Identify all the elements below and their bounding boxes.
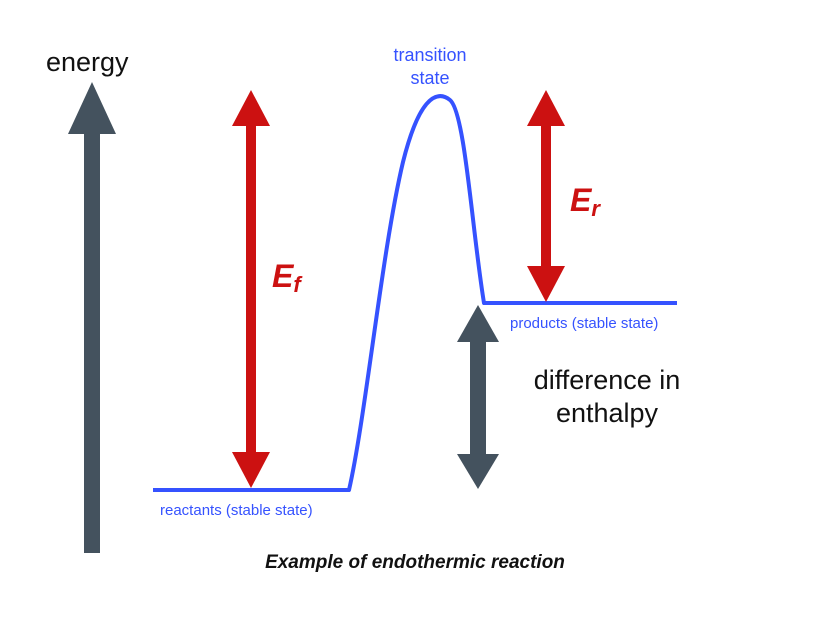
diagram-caption: Example of endothermic reaction — [265, 552, 565, 573]
forward-activation-sub: f — [293, 272, 303, 297]
enthalpy-label-line1: difference in — [534, 365, 681, 395]
transition-state-label-line2: state — [410, 68, 449, 88]
reverse-activation-label: Er — [570, 182, 601, 221]
transition-state-label-line1: transition — [393, 45, 466, 65]
reverse-activation-arrow — [527, 90, 565, 302]
forward-activation-arrow — [232, 90, 270, 488]
forward-activation-main: E — [272, 258, 295, 294]
products-label: products (stable state) — [510, 315, 658, 332]
energy-axis-label: energy — [46, 47, 129, 77]
enthalpy-difference-arrow — [457, 305, 499, 489]
reverse-activation-sub: r — [591, 196, 601, 221]
reactants-label: reactants (stable state) — [160, 502, 313, 519]
energy-axis-arrow — [68, 82, 116, 553]
enthalpy-label-line2: enthalpy — [556, 398, 659, 428]
reverse-activation-main: E — [570, 182, 593, 218]
forward-activation-label: Ef — [272, 258, 303, 297]
reaction-curve — [153, 94, 677, 492]
